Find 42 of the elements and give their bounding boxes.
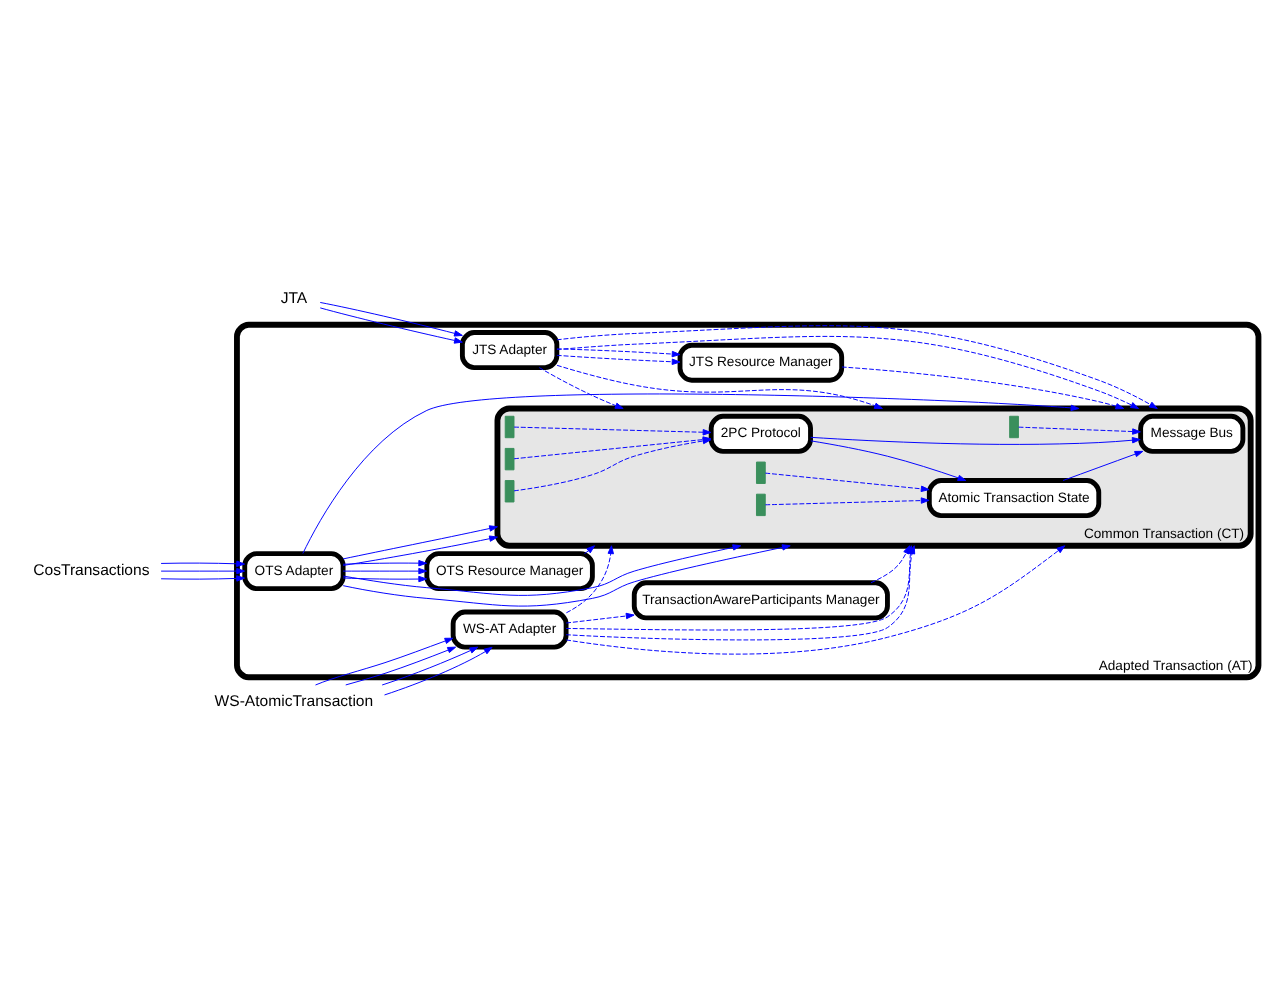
arrow xyxy=(556,354,681,365)
node-bar xyxy=(756,461,766,484)
arrow xyxy=(319,302,463,337)
arrow xyxy=(342,525,498,560)
arrow xyxy=(556,348,681,358)
node-bar xyxy=(504,480,515,503)
arrow xyxy=(810,436,1141,445)
arrow xyxy=(1018,426,1141,435)
node-bar xyxy=(1009,415,1019,439)
arrow xyxy=(513,426,712,436)
arrow xyxy=(315,637,454,686)
arrow xyxy=(556,336,1140,409)
arrow xyxy=(841,366,1125,410)
node-bar xyxy=(504,447,515,471)
arrow xyxy=(342,575,428,583)
arrow xyxy=(384,646,493,696)
arrow xyxy=(342,559,428,567)
node-text: CosTransactions xyxy=(33,560,150,579)
node-text: JTA xyxy=(280,289,308,308)
arrow xyxy=(160,560,245,568)
arrow xyxy=(160,567,245,575)
arrow xyxy=(584,545,596,555)
arrow xyxy=(381,646,479,686)
arrow xyxy=(538,367,624,409)
node-bar xyxy=(756,493,766,517)
arrow xyxy=(556,364,883,409)
arrow xyxy=(565,612,635,624)
arrow xyxy=(160,575,245,582)
arrow xyxy=(345,646,457,686)
arrow xyxy=(342,535,498,566)
arrow xyxy=(319,307,463,344)
arrow xyxy=(870,545,911,584)
arrow xyxy=(1062,450,1144,481)
arrow xyxy=(342,544,791,607)
node-text: WS-AtomicTransaction xyxy=(214,692,374,711)
arrow xyxy=(810,440,967,481)
arrow xyxy=(565,545,614,614)
arrow xyxy=(342,567,428,575)
arrow xyxy=(764,472,930,493)
arrow xyxy=(556,325,1158,409)
node-bar xyxy=(504,415,515,439)
arrow xyxy=(764,497,930,506)
